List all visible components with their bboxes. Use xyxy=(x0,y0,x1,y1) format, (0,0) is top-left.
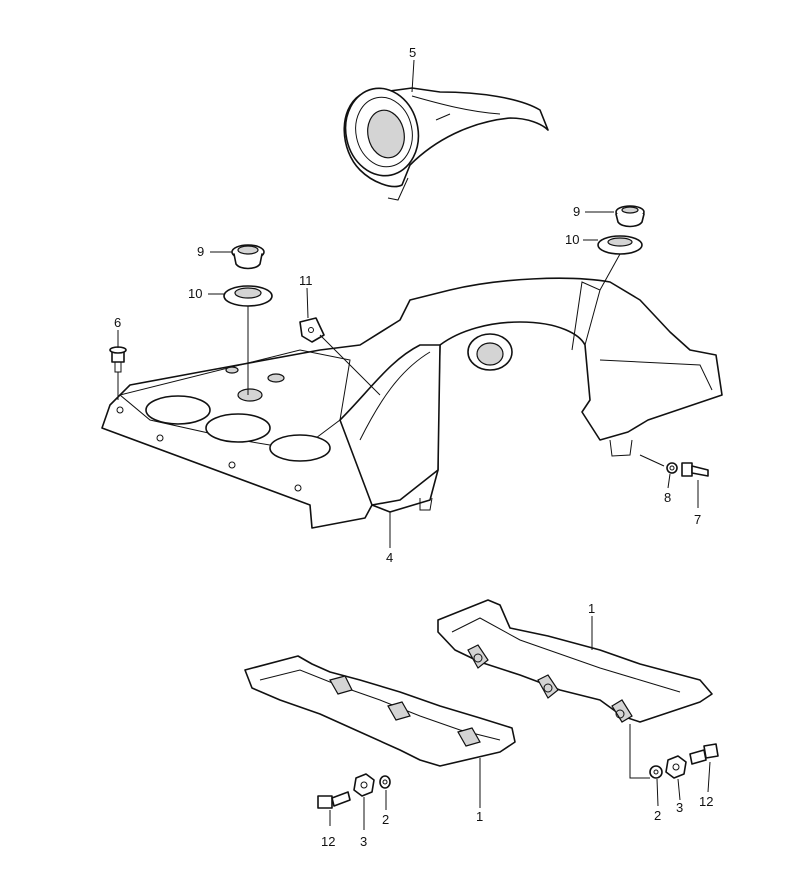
callout-9: 9 xyxy=(197,244,204,259)
part-12-bolt-right xyxy=(689,743,719,765)
callout-12: 12 xyxy=(699,794,713,809)
callout-4: 4 xyxy=(386,550,393,565)
part-7-bolt xyxy=(681,462,709,477)
callout-11: 11 xyxy=(299,273,313,288)
callout-2: 2 xyxy=(654,808,661,823)
part-1-heat-exchanger-cover-left xyxy=(244,655,516,767)
callout-10: 10 xyxy=(565,232,579,247)
part-5-air-duct xyxy=(343,87,549,201)
part-1-heat-exchanger-cover-right xyxy=(437,599,713,723)
part-3-nut-left xyxy=(353,773,375,797)
part-11-clip xyxy=(299,317,325,343)
callout-1: 1 xyxy=(476,809,483,824)
callout-8: 8 xyxy=(664,490,671,505)
part-10-grommet-left xyxy=(223,285,273,307)
part-10-grommet-right xyxy=(597,235,643,255)
callout-12: 12 xyxy=(321,834,335,849)
callout-9: 9 xyxy=(573,204,580,219)
callout-6: 6 xyxy=(114,315,121,330)
callout-10: 10 xyxy=(188,286,202,301)
callout-2: 2 xyxy=(382,812,389,827)
callout-1: 1 xyxy=(588,601,595,616)
part-8-washer xyxy=(666,462,678,474)
part-9-plug-left xyxy=(231,244,265,270)
part-9-plug-right xyxy=(615,205,645,228)
part-2-washer-right xyxy=(649,765,663,779)
leader-lines xyxy=(117,59,711,830)
part-12-bolt-left xyxy=(317,791,351,809)
part-2-washer-left xyxy=(379,775,391,789)
part-4-shroud xyxy=(101,277,723,529)
part-3-nut-right xyxy=(665,755,687,779)
callout-7: 7 xyxy=(694,512,701,527)
callout-3: 3 xyxy=(360,834,367,849)
callout-5: 5 xyxy=(409,45,416,60)
part-6-bolt xyxy=(109,346,127,373)
callout-3: 3 xyxy=(676,800,683,815)
callouts: 5 9 10 11 6 9 10 4 8 7 1 1 2 3 12 2 3 12 xyxy=(114,45,713,849)
